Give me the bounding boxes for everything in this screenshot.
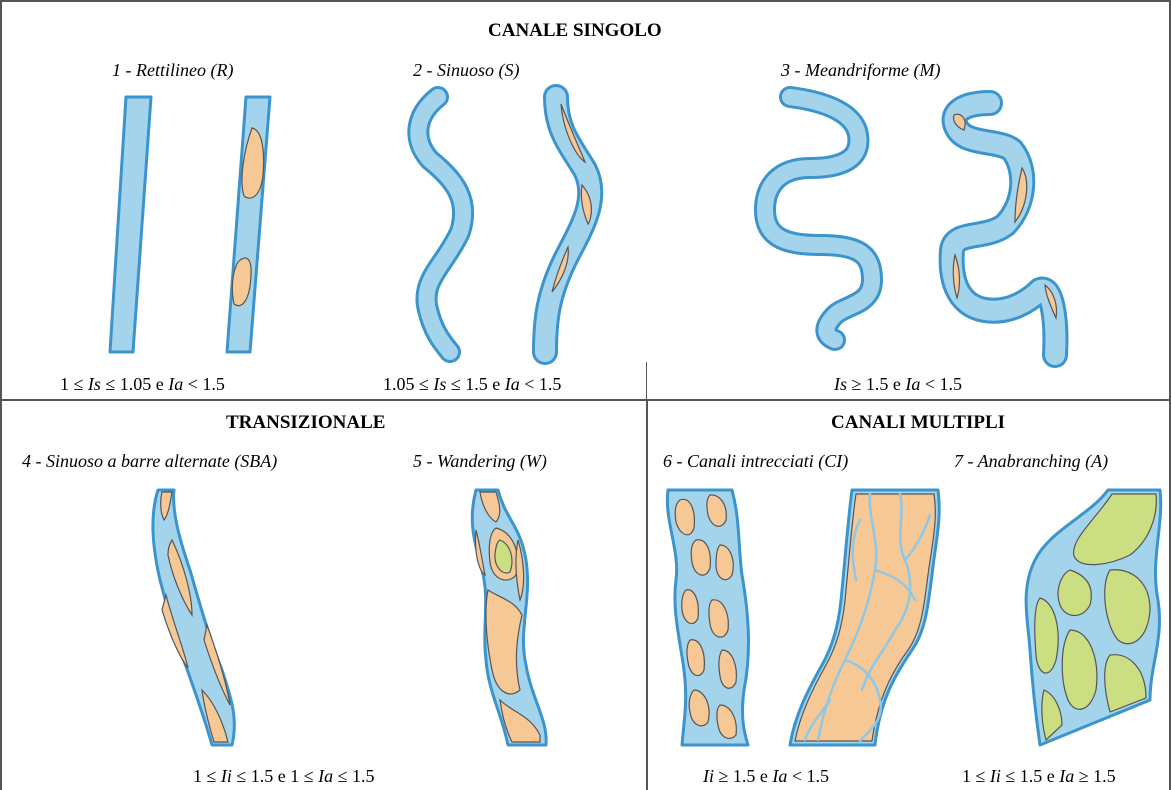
straight-channel-bars [227, 97, 270, 352]
wandering-channel [472, 490, 546, 745]
sinuous-channel-bars [545, 97, 591, 352]
braided-channel-bars [790, 490, 939, 745]
anabranching-channel [1026, 490, 1161, 745]
meandering-channel-bars [952, 103, 1057, 355]
straight-channel-plain [110, 97, 151, 352]
meandering-channel-plain [765, 97, 872, 340]
sinuous-channel-plain [418, 97, 463, 352]
braided-channel-water [667, 490, 748, 745]
alternate-bars-channel [153, 490, 234, 745]
